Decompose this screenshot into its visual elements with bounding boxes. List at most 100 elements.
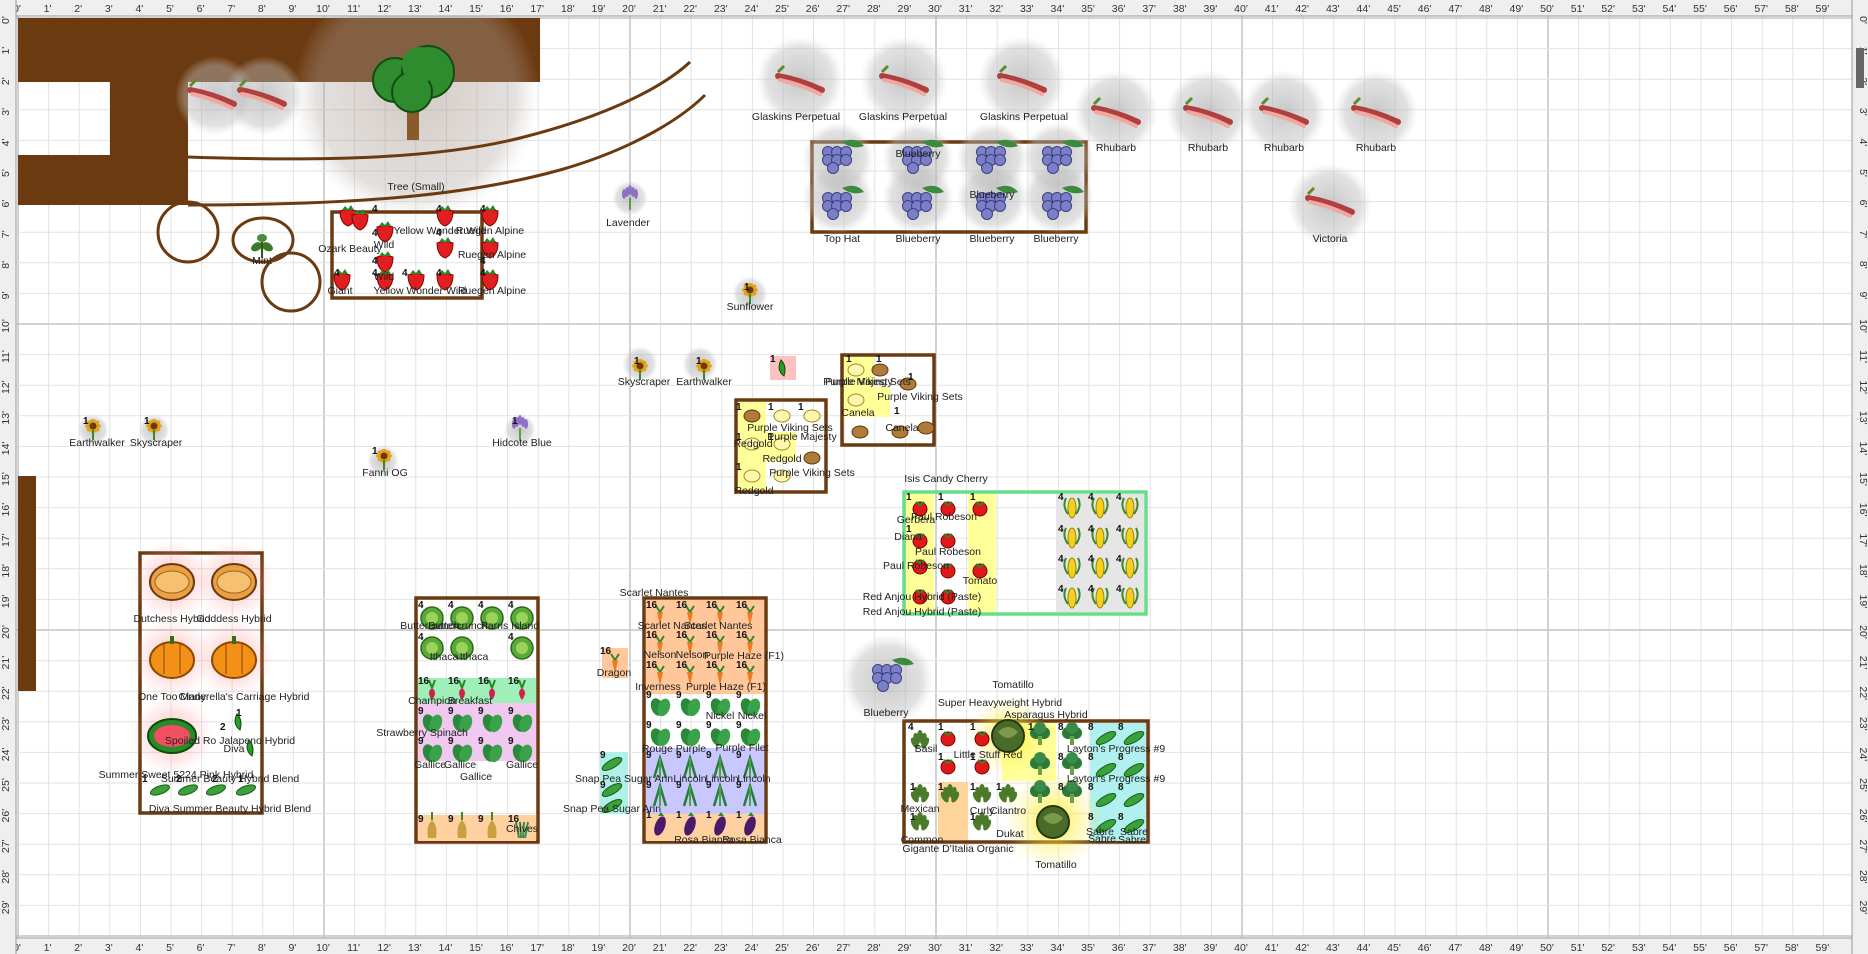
melon-icon[interactable] (149, 563, 195, 601)
rhubarb-icon[interactable] (1259, 96, 1309, 128)
cucumber-icon[interactable] (205, 783, 227, 797)
corn-icon[interactable] (1063, 527, 1081, 549)
blueberry-icon[interactable] (976, 185, 1019, 220)
pea-icon[interactable] (1094, 729, 1117, 747)
rhubarb-icon[interactable] (1091, 96, 1141, 128)
carrot-icon[interactable] (685, 605, 695, 626)
carrot-icon[interactable] (745, 605, 755, 626)
cucumber-icon[interactable] (235, 783, 257, 797)
leek-icon[interactable] (712, 781, 728, 807)
broccoli-icon[interactable] (1062, 752, 1082, 775)
pea-icon[interactable] (1122, 791, 1145, 809)
herb-icon[interactable] (939, 784, 961, 804)
strawberry-icon[interactable] (481, 237, 499, 259)
chard-icon[interactable] (678, 727, 702, 748)
carrot-icon[interactable] (715, 665, 725, 686)
radish-icon[interactable] (458, 679, 466, 700)
vertical-scrollbar-thumb[interactable] (1856, 48, 1864, 88)
pea-icon[interactable] (600, 781, 623, 799)
leek-icon[interactable] (742, 781, 758, 807)
rhubarb-icon[interactable] (237, 78, 287, 110)
potato-icon[interactable] (847, 393, 865, 407)
pea-icon[interactable] (600, 797, 623, 815)
chives-icon[interactable] (515, 821, 529, 839)
leek-icon[interactable] (652, 781, 668, 807)
lettuce-icon[interactable] (510, 606, 534, 630)
strawberry-icon[interactable] (436, 205, 454, 227)
leek-icon[interactable] (712, 753, 728, 779)
onion-icon[interactable] (427, 812, 437, 838)
carrot-icon[interactable] (610, 653, 620, 674)
left-fence[interactable] (18, 476, 36, 691)
pumpkin-icon[interactable] (211, 636, 257, 679)
corn-icon[interactable] (1063, 557, 1081, 579)
garden-paths[interactable] (156, 60, 707, 313)
strawberry-icon[interactable] (376, 251, 394, 273)
herb-icon[interactable] (971, 812, 993, 832)
herb-icon[interactable] (909, 784, 931, 804)
lavender-icon[interactable] (512, 415, 528, 440)
tomato-icon[interactable] (972, 563, 988, 579)
basil-icon[interactable] (909, 730, 931, 750)
spinach-icon[interactable] (480, 743, 504, 764)
potato-icon[interactable] (851, 425, 869, 439)
pea-icon[interactable] (1122, 729, 1145, 747)
tomato-icon[interactable] (940, 731, 956, 747)
sunflower-icon[interactable] (85, 419, 101, 440)
tree-icon[interactable] (372, 45, 455, 140)
potato-icon[interactable] (917, 421, 935, 435)
potato-icon[interactable] (743, 469, 761, 483)
onion-icon[interactable] (457, 812, 467, 838)
potato-icon[interactable] (847, 363, 865, 377)
tomatillo-icon[interactable] (991, 719, 1025, 753)
carrot-icon[interactable] (745, 665, 755, 686)
tomatillo-icon[interactable] (1036, 805, 1070, 839)
chard-icon[interactable] (648, 727, 672, 748)
strawberry-icon[interactable] (333, 269, 351, 291)
spinach-icon[interactable] (480, 713, 504, 734)
cucumber-icon[interactable] (177, 783, 199, 797)
potato-icon[interactable] (773, 409, 791, 423)
strawberry-icon[interactable] (481, 269, 499, 291)
carrot-icon[interactable] (655, 665, 665, 686)
lettuce-icon[interactable] (480, 606, 504, 630)
radish-icon[interactable] (518, 679, 526, 700)
spinach-icon[interactable] (510, 713, 534, 734)
carrot-icon[interactable] (685, 635, 695, 656)
lavender-icon[interactable] (622, 185, 638, 210)
pepper-icon[interactable] (234, 713, 242, 731)
corn-icon[interactable] (1121, 587, 1139, 609)
tomato-icon[interactable] (912, 533, 928, 549)
chard-icon[interactable] (738, 727, 762, 748)
pea-icon[interactable] (1094, 761, 1117, 779)
potato-icon[interactable] (743, 437, 761, 451)
potato-icon[interactable] (773, 469, 791, 483)
flower-icon[interactable] (376, 449, 392, 470)
blueberry-icon[interactable] (1042, 185, 1085, 220)
chard-icon[interactable] (738, 697, 762, 718)
plant-layer[interactable] (85, 64, 1401, 839)
rhubarb-icon[interactable] (1305, 186, 1355, 218)
strawberry-icon[interactable] (407, 269, 425, 291)
leek-icon[interactable] (682, 753, 698, 779)
blueberry-icon[interactable] (822, 185, 865, 220)
leek-icon[interactable] (652, 753, 668, 779)
potato-icon[interactable] (773, 437, 791, 451)
chard-icon[interactable] (708, 727, 732, 748)
tomato-icon[interactable] (940, 501, 956, 517)
pea-icon[interactable] (1094, 791, 1117, 809)
tomato-icon[interactable] (974, 731, 990, 747)
carrot-icon[interactable] (685, 665, 695, 686)
radish-icon[interactable] (428, 679, 436, 700)
strawberry-icon[interactable] (376, 221, 394, 243)
tomato-icon[interactable] (940, 563, 956, 579)
leek-icon[interactable] (682, 781, 698, 807)
pea-icon[interactable] (1094, 817, 1117, 835)
blueberry-icon[interactable] (822, 139, 865, 174)
corn-icon[interactable] (1121, 557, 1139, 579)
herb-icon[interactable] (997, 784, 1019, 804)
lettuce-icon[interactable] (450, 606, 474, 630)
strawberry-icon[interactable] (481, 205, 499, 227)
chard-icon[interactable] (648, 697, 672, 718)
